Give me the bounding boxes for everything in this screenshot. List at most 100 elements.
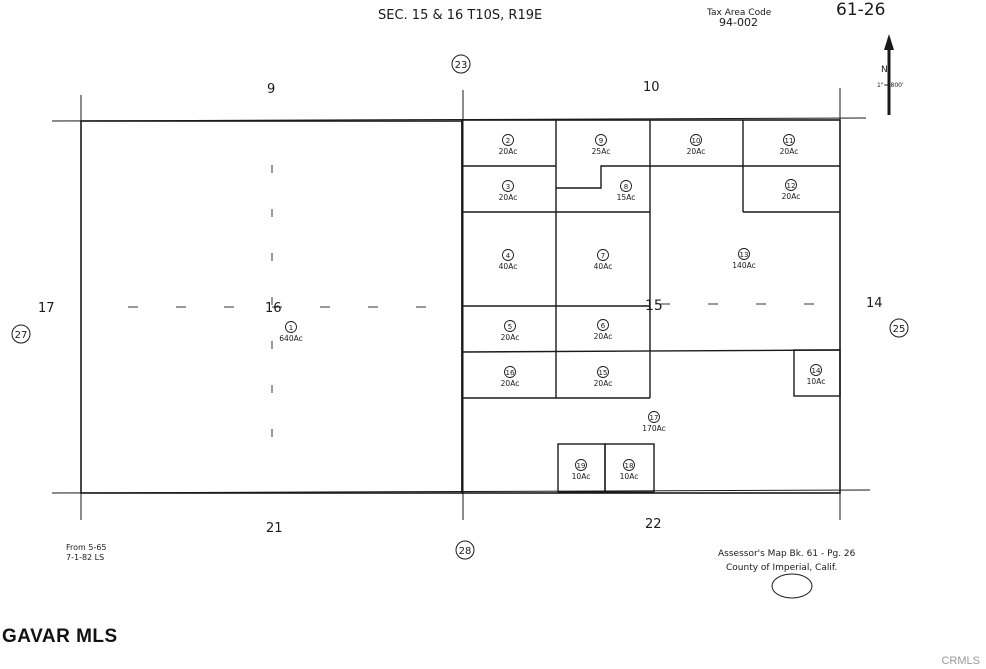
- parcel-acreage: 10Ac: [620, 472, 639, 481]
- parcel-6: 6 20Ac: [594, 319, 613, 341]
- parcel-number-circle: [623, 459, 635, 471]
- parcel-number-circle: [597, 319, 609, 331]
- parcel-number-circle: [597, 366, 609, 378]
- parcel-number-circle: [502, 249, 514, 261]
- tax-area-label: Tax Area Code: [706, 8, 772, 18]
- stamp-oval: [771, 573, 813, 599]
- parcel-number: 8: [624, 183, 628, 191]
- map-ref-25: 25: [889, 318, 909, 338]
- parcel-acreage: 20Ac: [594, 332, 613, 341]
- parcel-15: 15 20Ac: [594, 366, 613, 388]
- parcel-number: 6: [601, 322, 606, 330]
- parcel-19: 19 10Ac: [572, 459, 591, 481]
- parcel-acreage: 10Ac: [807, 377, 826, 386]
- svg-text:28: 28: [459, 546, 472, 557]
- section-9: 9: [267, 82, 275, 97]
- assessor-ref-2: County of Imperial, Calif.: [726, 563, 837, 573]
- section-title: SEC. 15 & 16 T10S, R19E: [378, 8, 542, 23]
- scale-label: 1"= 800': [877, 82, 904, 89]
- section-21: 21: [266, 521, 283, 536]
- parcel-number-circle: [783, 134, 795, 146]
- parcel-number-circle: [785, 179, 797, 191]
- parcel-acreage: 20Ac: [594, 379, 613, 388]
- parcel-5: 5 20Ac: [501, 320, 520, 342]
- parcel-number: 12: [787, 182, 796, 190]
- parcel-number: 3: [506, 183, 510, 191]
- parcel-number: 15: [599, 369, 608, 377]
- parcel-acreage: 20Ac: [501, 333, 520, 342]
- parcel-number-circle: [575, 459, 587, 471]
- from-note-1: From 5-65: [66, 543, 107, 552]
- parcel-acreage: 20Ac: [687, 147, 706, 156]
- parcel-number-circle: [597, 249, 609, 261]
- parcel-11: 11 20Ac: [780, 134, 799, 156]
- section-10: 10: [643, 80, 660, 95]
- parcel-3: 3 20Ac: [499, 180, 518, 202]
- assessor-ref-1: Assessor's Map Bk. 61 - Pg. 26: [718, 549, 856, 559]
- parcel-acreage: 640Ac: [279, 334, 302, 343]
- crmls-watermark: CRMLS: [941, 655, 980, 667]
- brand-watermark: GAVAR MLS: [2, 626, 118, 647]
- parcel-acreage: 170Ac: [642, 424, 665, 433]
- parcel-acreage: 10Ac: [572, 472, 591, 481]
- parcel-18: 18 10Ac: [620, 459, 639, 481]
- section-17: 17: [38, 301, 55, 316]
- parcel-acreage: 15Ac: [617, 193, 636, 202]
- parcel-number-circle: [738, 248, 750, 260]
- parcel-number: 11: [785, 137, 794, 145]
- parcel-number: 4: [506, 252, 511, 260]
- page-ref: 61-26: [836, 0, 885, 20]
- parcel-4: 4 40Ac: [499, 249, 518, 271]
- parcel-number-circle: [504, 366, 516, 378]
- map-ref-28: 28: [455, 540, 475, 560]
- parcel-number: 7: [601, 252, 605, 260]
- parcel-number-circle: [648, 411, 660, 423]
- parcel-number: 1: [289, 324, 293, 332]
- parcel-acreage: 20Ac: [499, 147, 518, 156]
- parcel-acreage: 20Ac: [782, 192, 801, 201]
- parcel-10: 10 20Ac: [687, 134, 706, 156]
- parcel-number: 18: [625, 462, 634, 470]
- parcel-number: 19: [577, 462, 586, 470]
- parcel-number-circle: [504, 320, 516, 332]
- parcel-acreage: 25Ac: [592, 147, 611, 156]
- section-16: 16: [265, 301, 282, 316]
- parcel-number-circle: [595, 134, 607, 146]
- parcel-acreage: 20Ac: [780, 147, 799, 156]
- parcel-number: 16: [506, 369, 515, 377]
- section-14: 14: [866, 296, 883, 311]
- section-grid-lines: [51, 88, 871, 520]
- parcel-number: 17: [650, 414, 659, 422]
- parcel-16: 16 20Ac: [501, 366, 520, 388]
- parcel-1: 1 640Ac: [279, 321, 303, 343]
- parcel-acreage: 20Ac: [499, 193, 518, 202]
- svg-text:27: 27: [15, 330, 28, 341]
- parcel-12: 12 20Ac: [782, 179, 801, 201]
- parcel-number-circle: [810, 364, 822, 376]
- map-ref-27: 27: [11, 324, 31, 344]
- parcel-number-circle: [690, 134, 702, 146]
- parcel-8: 8 15Ac: [617, 180, 636, 202]
- parcel-14: 14 10Ac: [807, 364, 826, 386]
- from-note-2: 7-1-82 LS: [66, 553, 104, 562]
- parcel-lines: [461, 120, 841, 493]
- parcel-number-circle: [620, 180, 632, 192]
- parcel-acreage: 40Ac: [499, 262, 518, 271]
- svg-text:N: N: [881, 65, 888, 75]
- parcel-17: 17 170Ac: [642, 411, 666, 433]
- svg-text:25: 25: [893, 324, 906, 335]
- parcel-number: 14: [812, 367, 821, 375]
- tax-area-code: 94-002: [719, 16, 758, 29]
- section-15: 15: [645, 298, 663, 314]
- parcel-number: 10: [692, 137, 701, 145]
- parcel-acreage: 20Ac: [501, 379, 520, 388]
- parcel-number-circle: [502, 180, 514, 192]
- svg-text:23: 23: [455, 60, 468, 71]
- parcel-number: 5: [508, 323, 512, 331]
- parcel-number: 13: [740, 251, 749, 259]
